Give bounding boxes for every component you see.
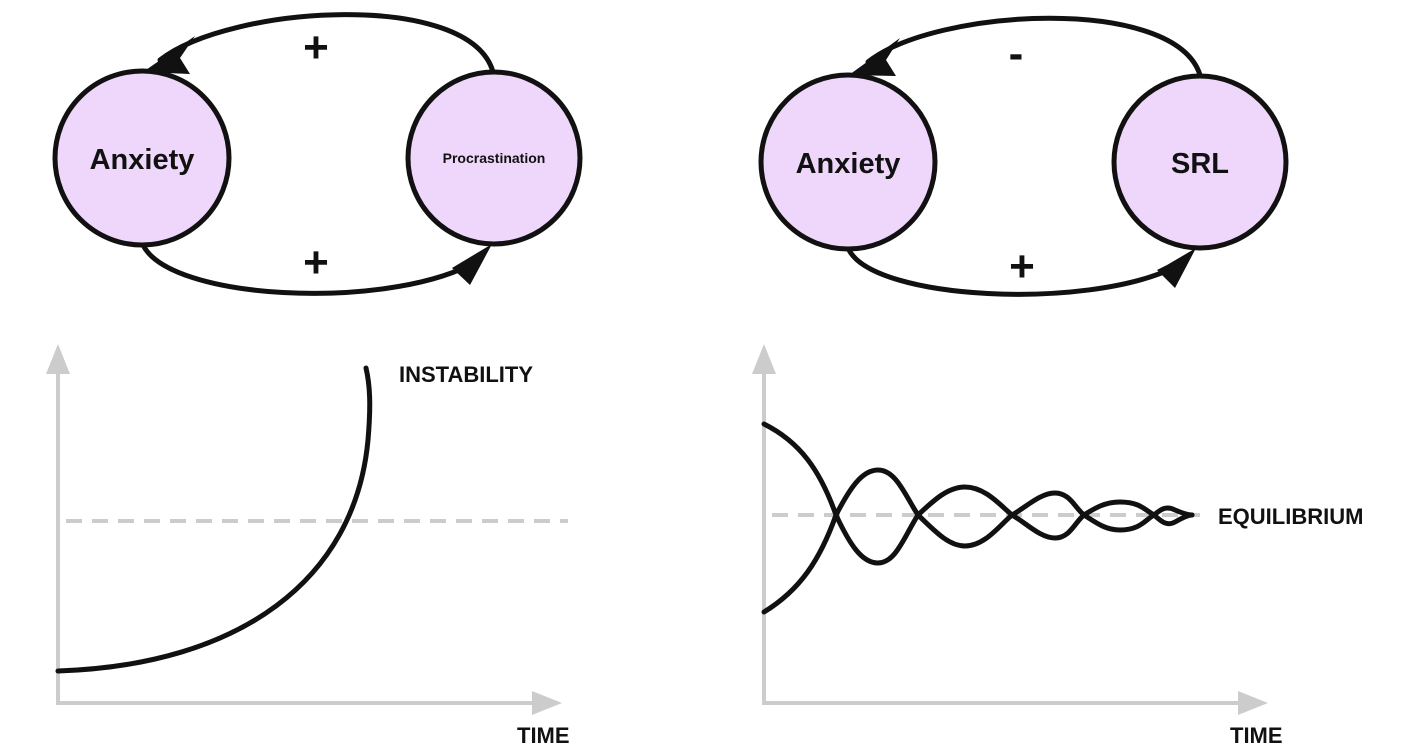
reinforcing-loop: Anxiety Procrastination + + — [52, 12, 583, 296]
bottom-feedback-arrow — [846, 247, 1176, 297]
srl-node — [1111, 73, 1289, 251]
bottom-feedback-arrow — [140, 242, 473, 296]
y-axis-arrow — [46, 344, 70, 374]
time-label: TIME — [517, 723, 570, 748]
top-arrowhead — [849, 38, 900, 76]
instability-graph: INSTABILITY TIME — [46, 344, 570, 748]
procrastination-label: Procrastination — [443, 150, 546, 166]
anxiety-node — [52, 68, 232, 248]
anxiety-node — [758, 72, 938, 252]
top-feedback-arrow — [865, 15, 1203, 78]
anxiety-label: Anxiety — [90, 144, 195, 176]
anxiety-label: Anxiety — [796, 148, 901, 180]
time-label: TIME — [1230, 723, 1283, 748]
growth-curve — [55, 365, 373, 674]
x-axis-arrow — [532, 691, 562, 715]
equilibrium-label: EQUILIBRIUM — [1218, 504, 1363, 529]
balancing-loop: Anxiety SRL - + — [758, 15, 1289, 297]
instability-label: INSTABILITY — [399, 362, 533, 387]
procrastination-node — [405, 69, 583, 247]
srl-label: SRL — [1171, 148, 1229, 180]
y-axis-arrow — [752, 344, 776, 374]
equilibrium-graph: EQUILIBRIUM TIME — [752, 344, 1363, 748]
x-axis-arrow — [1238, 691, 1268, 715]
top-sign: + — [303, 23, 329, 72]
top-arrowhead — [143, 36, 195, 74]
bottom-sign: + — [1009, 242, 1035, 291]
upper-oscillation-curve — [761, 421, 1195, 518]
bottom-arrowhead — [452, 244, 492, 285]
bottom-sign: + — [303, 238, 329, 287]
lower-oscillation-curve — [761, 512, 1195, 615]
top-feedback-arrow — [157, 12, 496, 75]
bottom-arrowhead — [1157, 248, 1196, 288]
top-sign: - — [1009, 29, 1024, 78]
